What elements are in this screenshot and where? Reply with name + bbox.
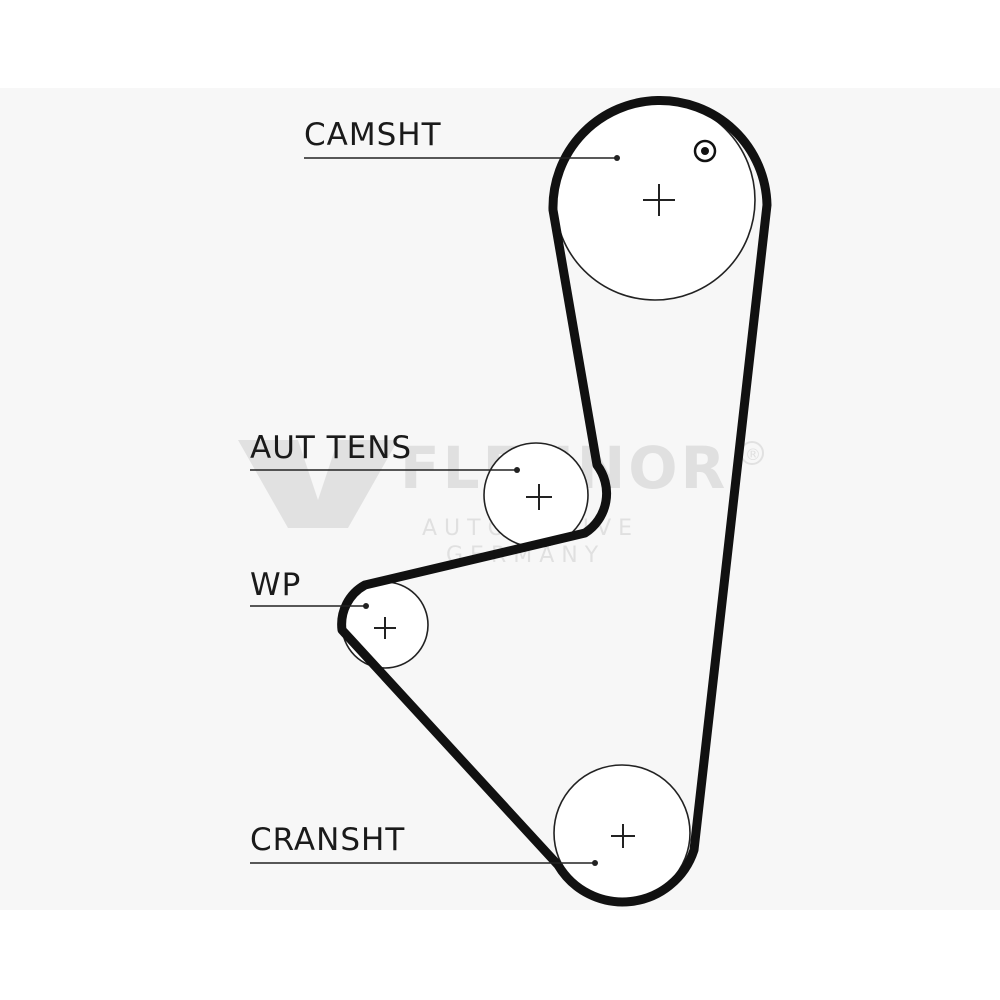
camshaft-leader-dot	[614, 155, 620, 161]
camshaft-label: CAMSHT	[304, 117, 442, 153]
watermark-logo-mark	[238, 440, 398, 528]
tensioner-label: AUT TENS	[250, 430, 412, 466]
camshaft-center-marker	[643, 184, 675, 216]
tensioner-center-marker	[526, 484, 552, 510]
crankshaft-label: CRANSHT	[250, 822, 405, 858]
water-pump-center-marker	[374, 617, 396, 639]
tensioner-leader-dot	[514, 467, 520, 473]
camshaft-timing-mark-icon	[693, 139, 717, 163]
water-pump-leader-dot	[363, 603, 369, 609]
crankshaft-leader-dot	[592, 860, 598, 866]
water-pump-label: WP	[250, 567, 301, 603]
crankshaft-center-marker	[611, 824, 635, 848]
watermark-registered-mark: ®	[745, 445, 761, 464]
timing-belt	[337, 96, 772, 907]
